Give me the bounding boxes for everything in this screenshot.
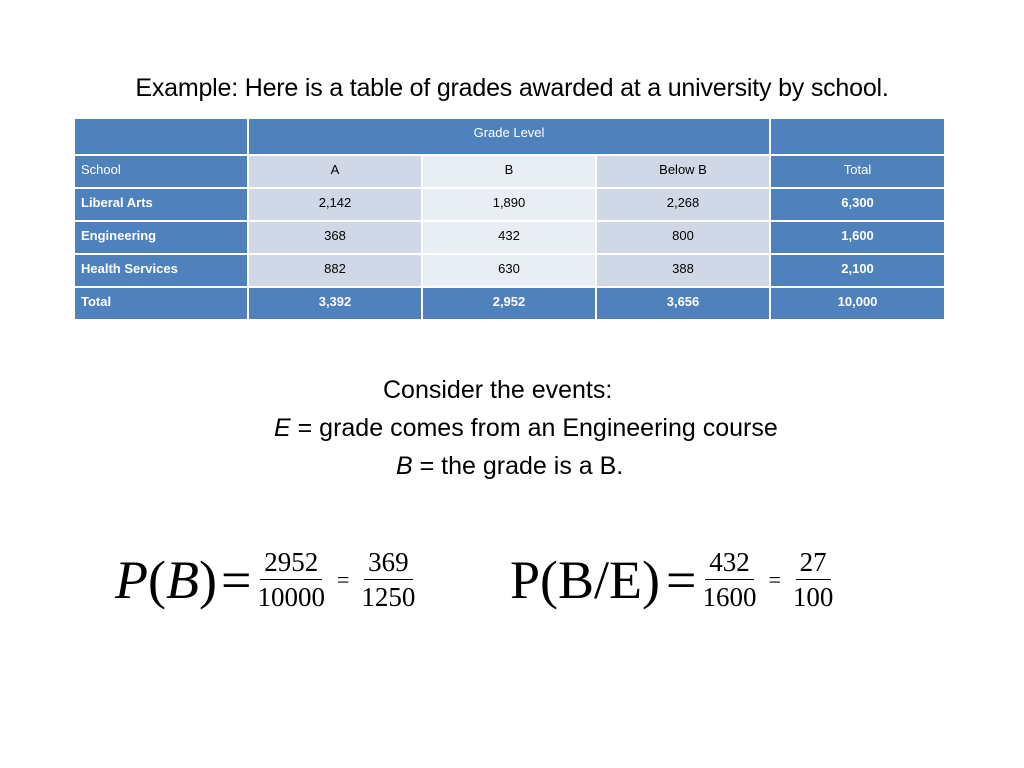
table-cell: 368 xyxy=(247,220,423,255)
grade-level-header: Grade Level xyxy=(246,117,772,156)
table-cell: 2,268 xyxy=(594,187,772,222)
column-header-below-b: Below B xyxy=(594,154,772,189)
table-cell: 432 xyxy=(421,220,597,255)
table-row: Grade Level xyxy=(73,117,947,156)
fraction-numerator: 432 xyxy=(705,545,754,580)
fraction-denominator: 1250 xyxy=(361,582,416,612)
formula-equals-small: = xyxy=(768,566,781,592)
row-total: 2,100 xyxy=(769,253,947,288)
table-cell: 388 xyxy=(594,253,772,288)
formula-equals: = xyxy=(666,549,697,610)
table-cell: 630 xyxy=(421,253,597,288)
table-cell: 800 xyxy=(594,220,772,255)
table-corner-cell xyxy=(73,117,249,156)
formula-p-symbol: P xyxy=(115,549,148,610)
row-total: 6,300 xyxy=(769,187,947,222)
formula-lhs: P(B/E) xyxy=(510,549,661,610)
column-header-school: School xyxy=(73,154,249,189)
row-label: Engineering xyxy=(73,220,249,255)
event-e-text: = grade comes from an Engineering course xyxy=(290,414,778,442)
formula-close-paren: ) xyxy=(198,549,217,610)
fraction-numerator: 2952 xyxy=(260,545,323,580)
column-header-a: A xyxy=(247,154,423,189)
event-e-definition: E = grade comes from an Engineering cour… xyxy=(274,414,778,443)
fraction-denominator: 100 xyxy=(792,582,834,612)
table-row: School A B Below B Total xyxy=(73,154,947,189)
event-b-definition: B = the grade is a B. xyxy=(396,452,623,481)
formula-b-symbol: B xyxy=(165,549,199,610)
column-header-b: B xyxy=(421,154,597,189)
column-header-total: Total xyxy=(769,154,947,189)
fraction-denominator: 10000 xyxy=(257,582,325,612)
fraction-numerator: 27 xyxy=(795,545,831,580)
row-label: Total xyxy=(73,286,249,321)
table-row: Liberal Arts 2,142 1,890 2,268 6,300 xyxy=(73,187,947,222)
row-total: 1,600 xyxy=(769,220,947,255)
row-label: Health Services xyxy=(73,253,249,288)
grand-total: 10,000 xyxy=(769,286,947,321)
fraction-27-100: 27 100 xyxy=(789,545,838,614)
event-b-text: = the grade is a B. xyxy=(412,452,624,480)
grades-table: Grade Level School A B Below B Total Lib… xyxy=(73,117,947,321)
column-total: 3,656 xyxy=(594,286,772,321)
event-e-symbol: E xyxy=(274,414,291,442)
formula-p-b-given-e: P(B/E) = 432 1600 = 27 100 xyxy=(510,545,839,614)
table-empty-header xyxy=(769,117,947,156)
column-total: 2,952 xyxy=(421,286,597,321)
events-intro: Consider the events: xyxy=(383,376,613,404)
fraction-2952-10000: 2952 10000 xyxy=(253,545,329,614)
table-row: Health Services 882 630 388 2,100 xyxy=(73,253,947,288)
table-row: Engineering 368 432 800 1,600 xyxy=(73,220,947,255)
formula-equals: = xyxy=(220,549,252,610)
event-b-symbol: B xyxy=(396,452,413,480)
table-cell: 2,142 xyxy=(247,187,423,222)
fraction-numerator: 369 xyxy=(364,545,413,580)
table-cell: 882 xyxy=(247,253,423,288)
table-cell: 1,890 xyxy=(421,187,597,222)
fraction-432-1600: 432 1600 xyxy=(698,545,760,614)
formula-equals-small: = xyxy=(336,566,350,592)
formula-p-b: P ( B ) = 2952 10000 = 369 1250 xyxy=(115,545,421,614)
fraction-denominator: 1600 xyxy=(702,582,757,612)
slide-heading: Example: Here is a table of grades award… xyxy=(135,74,889,102)
table-row: Total 3,392 2,952 3,656 10,000 xyxy=(73,286,947,321)
formula-open-paren: ( xyxy=(148,549,166,610)
row-label: Liberal Arts xyxy=(73,187,249,222)
column-total: 3,392 xyxy=(247,286,423,321)
fraction-369-1250: 369 1250 xyxy=(357,545,419,614)
